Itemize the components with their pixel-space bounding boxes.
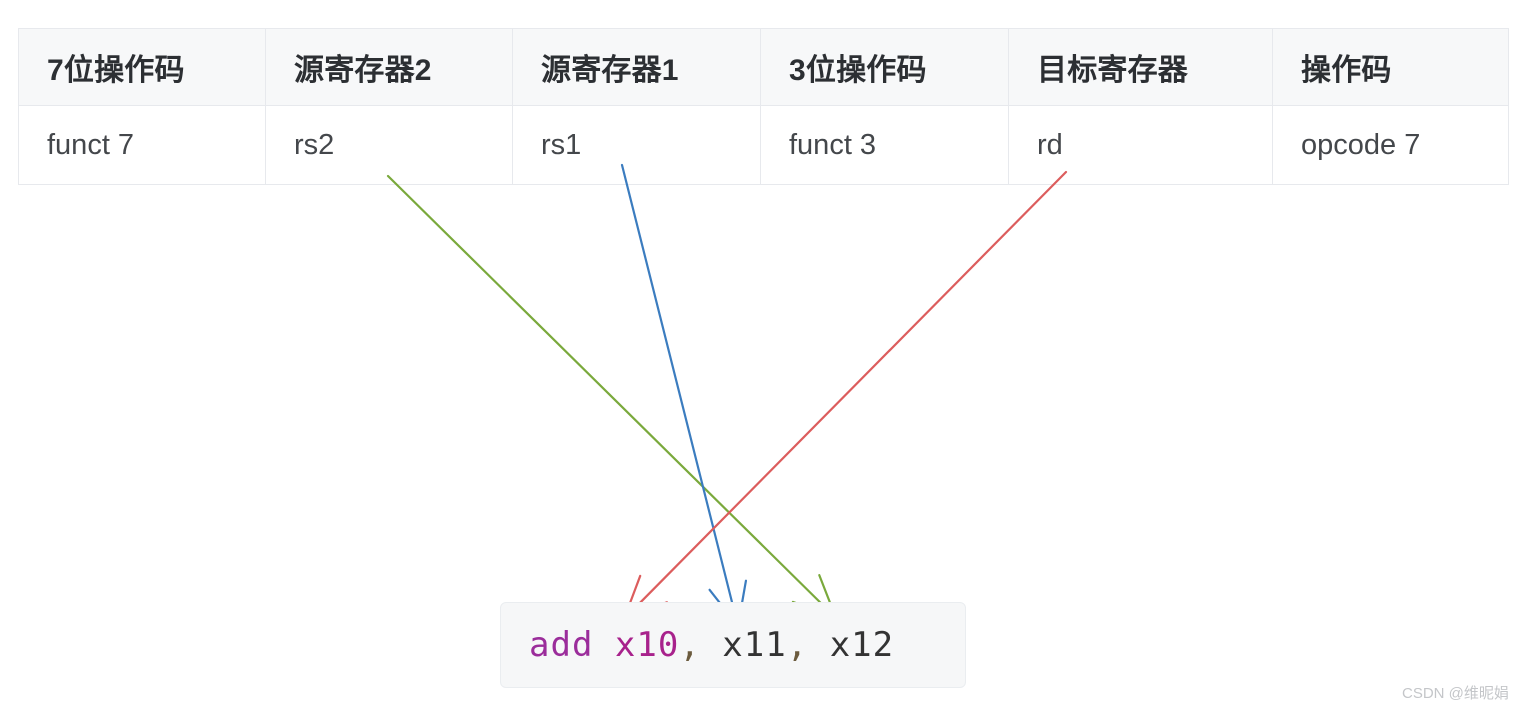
column-header-funct7: 7位操作码 xyxy=(18,28,266,106)
code-token-mnemonic: add xyxy=(529,625,594,665)
code-token-rs1: x11 xyxy=(722,625,787,665)
cell-rs2: rs2 xyxy=(265,105,513,185)
column-header-rs2: 源寄存器2 xyxy=(265,28,513,106)
table-row: funct 7 rs2 rs1 funct 3 rd opcode 7 xyxy=(18,105,1509,185)
column-header-opcode: 操作码 xyxy=(1272,28,1509,106)
assembly-code-block: add x10, x11, x12 xyxy=(500,602,966,688)
column-header-funct3: 3位操作码 xyxy=(760,28,1009,106)
cell-funct7: funct 7 xyxy=(18,105,266,185)
column-header-rs1: 源寄存器1 xyxy=(512,28,761,106)
arrow-line-rs1-to-x11 xyxy=(620,163,740,628)
csdn-watermark: CSDN @维昵娟 xyxy=(1402,685,1509,702)
cell-funct3: funct 3 xyxy=(760,105,1009,185)
riscv-r-type-field-table: 7位操作码 源寄存器2 源寄存器1 3位操作码 目标寄存器 操作码 funct … xyxy=(18,28,1509,185)
code-token-space xyxy=(701,625,722,665)
cell-rs1: rs1 xyxy=(512,105,761,185)
assembly-instruction-line: add x10, x11, x12 xyxy=(501,628,894,662)
arrow-line-rs2-to-x12 xyxy=(386,174,838,620)
code-token-space xyxy=(593,625,614,665)
arrow-group xyxy=(386,163,1068,628)
code-token-comma: , xyxy=(786,625,809,665)
arrow-line-rd-to-x10 xyxy=(622,170,1068,621)
cell-opcode: opcode 7 xyxy=(1272,105,1509,185)
table-header-row: 7位操作码 源寄存器2 源寄存器1 3位操作码 目标寄存器 操作码 xyxy=(18,28,1509,106)
code-token-space xyxy=(808,625,829,665)
cell-rd: rd xyxy=(1008,105,1273,185)
code-token-rs2: x12 xyxy=(829,625,895,665)
code-token-comma: , xyxy=(679,625,701,665)
code-token-rd: x10 xyxy=(614,625,680,665)
column-header-rd: 目标寄存器 xyxy=(1008,28,1273,106)
